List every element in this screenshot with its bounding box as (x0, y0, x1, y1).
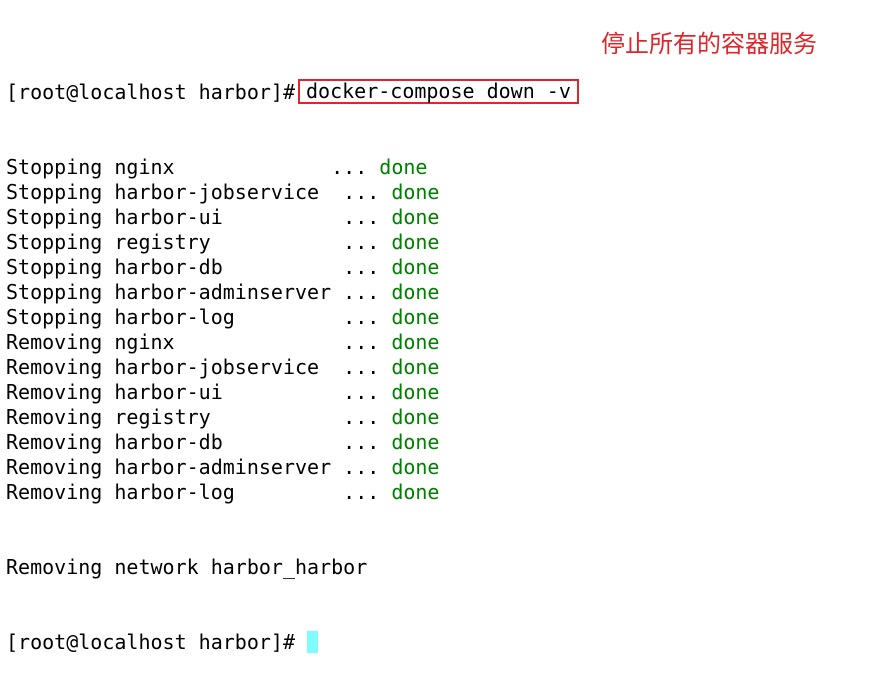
log-line-status: done (391, 355, 440, 379)
network-removal-line: Removing network harbor_harbor (6, 555, 368, 579)
log-line-status: done (391, 180, 440, 204)
log-line-status: done (391, 380, 440, 404)
log-line-text: Removing harbor-jobservice ... (6, 355, 392, 379)
prompt: [root@localhost harbor]# (6, 80, 295, 104)
log-line: Removing registry ... done (6, 405, 866, 430)
log-line-status: done (391, 405, 440, 429)
log-line-text: Stopping harbor-db ... (6, 255, 392, 279)
log-line-status: done (391, 205, 440, 229)
log-line: Stopping harbor-jobservice ... done (6, 180, 866, 205)
log-line-text: Stopping registry ... (6, 230, 392, 254)
text-cursor (306, 631, 318, 653)
log-line-status: done (379, 155, 428, 179)
log-line-text: Removing harbor-db ... (6, 430, 392, 454)
log-line-status: done (391, 480, 440, 504)
log-line-status: done (391, 430, 440, 454)
annotation-label: 停止所有的容器服务 (601, 30, 817, 58)
log-line-text: Removing harbor-adminserver ... (6, 455, 392, 479)
log-line-text: Removing registry ... (6, 405, 392, 429)
highlighted-command: docker-compose down -v (297, 79, 579, 104)
log-line-text: Stopping harbor-jobservice ... (6, 180, 392, 204)
log-line: Stopping harbor-db ... done (6, 255, 866, 280)
log-line: Stopping harbor-log ... done (6, 305, 866, 330)
log-line-status: done (391, 305, 440, 329)
log-line-text: Stopping nginx ... (6, 155, 380, 179)
log-line-status: done (391, 280, 440, 304)
log-line: Stopping nginx ... done (6, 155, 866, 180)
log-line-text: Stopping harbor-ui ... (6, 205, 392, 229)
log-line-status: done (391, 230, 440, 254)
log-line: Stopping registry ... done (6, 230, 866, 255)
final-prompt-line[interactable]: [root@localhost harbor]# (6, 630, 866, 655)
log-line-text: Stopping harbor-log ... (6, 305, 392, 329)
log-line-status: done (391, 255, 440, 279)
log-line-text: Removing harbor-log ... (6, 480, 392, 504)
terminal-output[interactable]: [root@localhost harbor]#docker-compose d… (6, 30, 866, 680)
log-line: Removing nginx ... done (6, 330, 866, 355)
command-line: [root@localhost harbor]#docker-compose d… (6, 79, 866, 105)
log-line: Removing harbor-adminserver ... done (6, 455, 866, 480)
log-line: Removing harbor-log ... done (6, 480, 866, 505)
log-line-text: Removing nginx ... (6, 330, 392, 354)
log-line: Stopping harbor-ui ... done (6, 205, 866, 230)
log-line: Stopping harbor-adminserver ... done (6, 280, 866, 305)
log-line-text: Removing harbor-ui ... (6, 380, 392, 404)
final-prompt: [root@localhost harbor]# (6, 630, 295, 654)
log-line-status: done (391, 455, 440, 479)
log-line: Removing harbor-db ... done (6, 430, 866, 455)
log-line: Removing harbor-jobservice ... done (6, 355, 866, 380)
log-line: Removing harbor-ui ... done (6, 380, 866, 405)
log-line-status: done (391, 330, 440, 354)
log-line-text: Stopping harbor-adminserver ... (6, 280, 392, 304)
